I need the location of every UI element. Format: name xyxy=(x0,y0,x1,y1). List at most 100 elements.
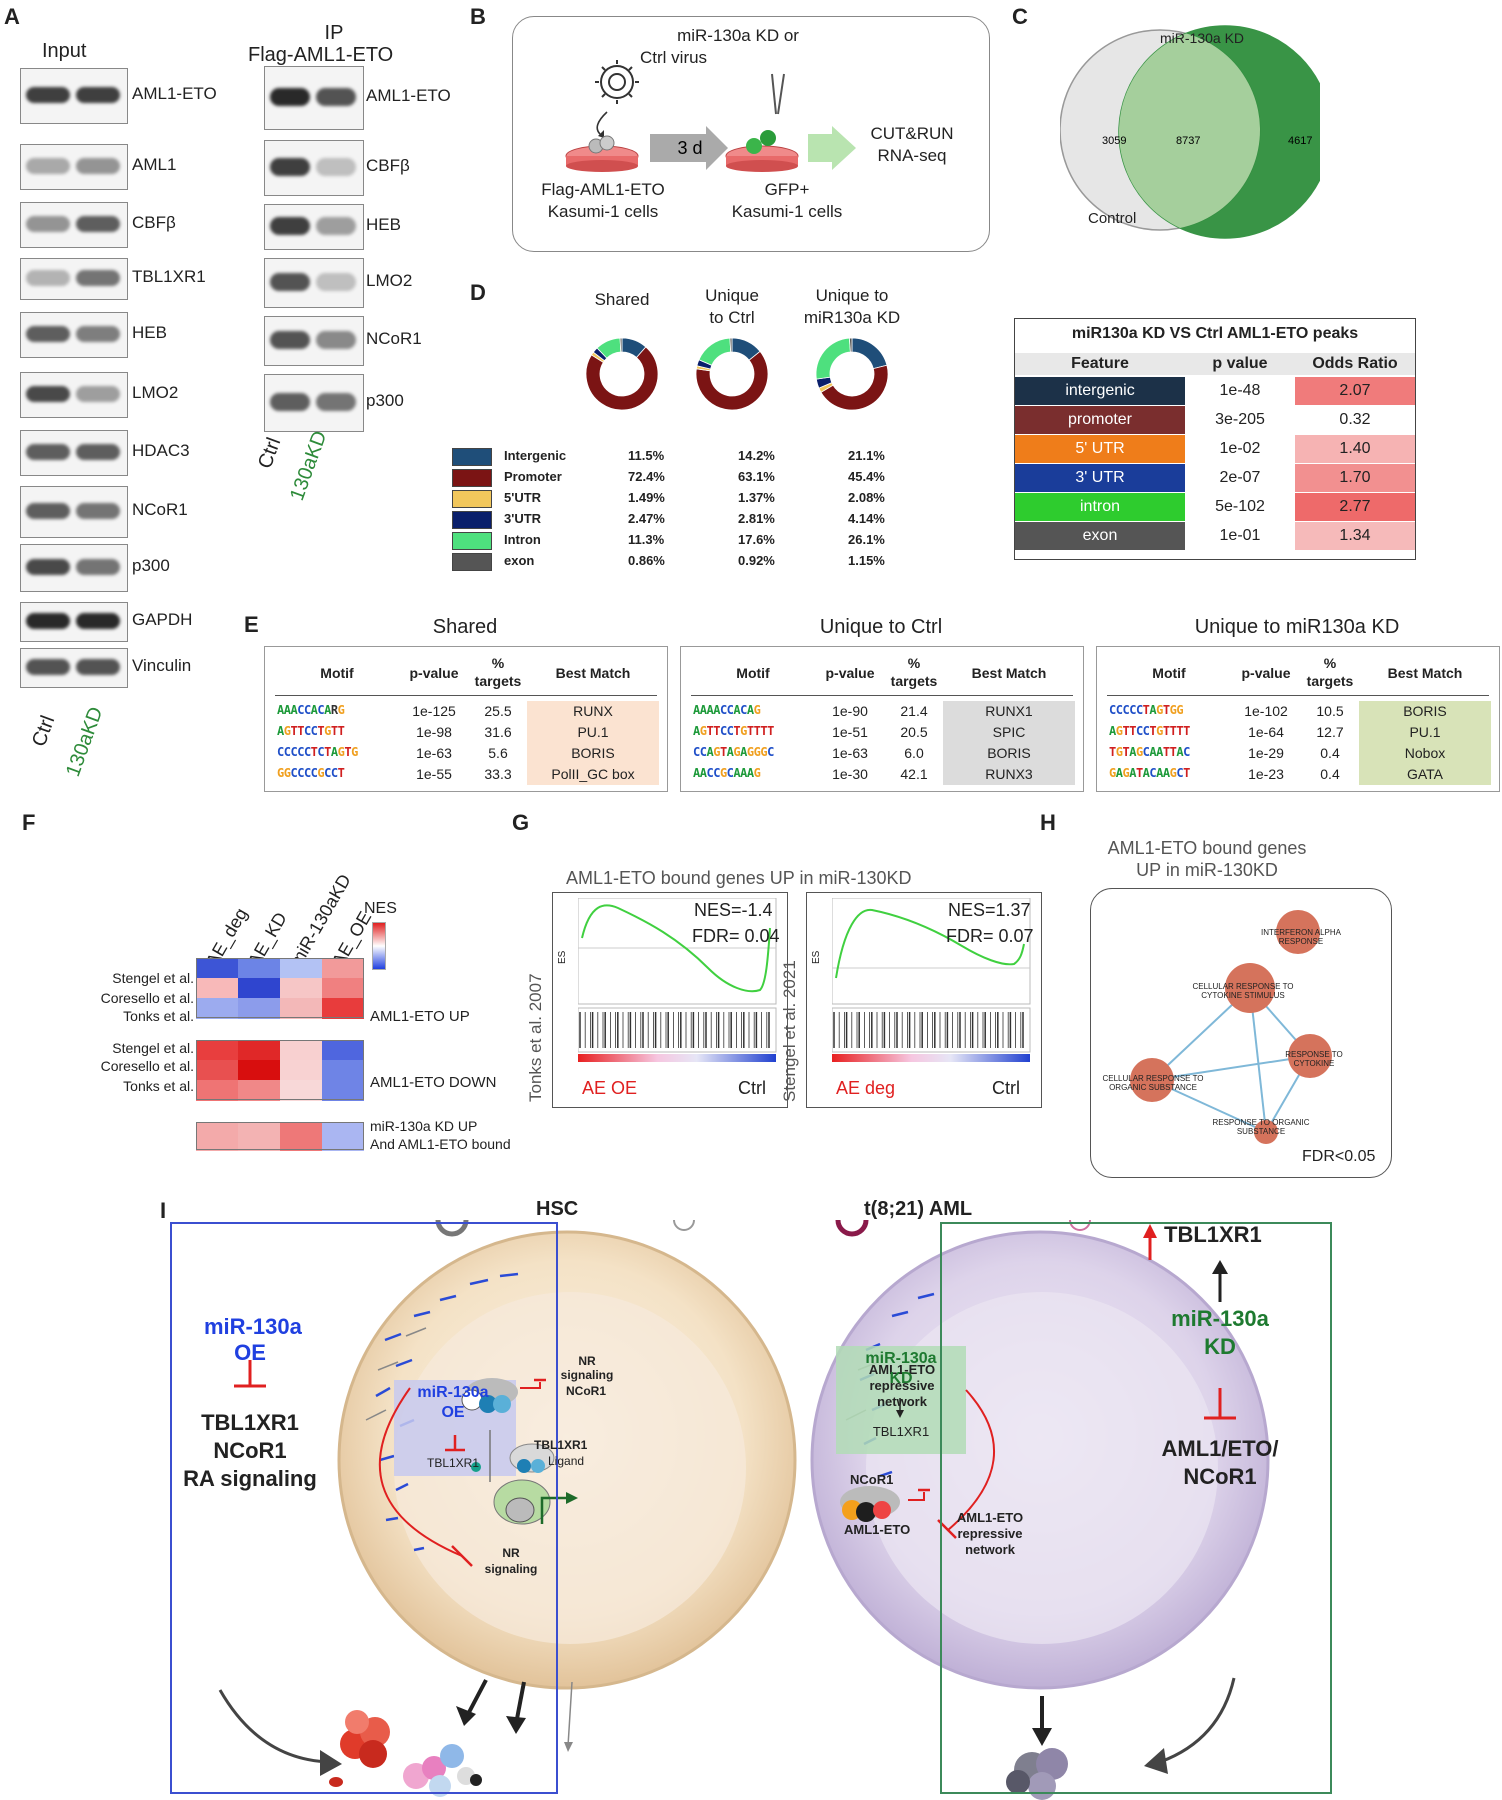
band-input-7-0 xyxy=(26,503,70,519)
gsea-box-0 xyxy=(552,892,788,1108)
gsea-hits-frame-0 xyxy=(578,1007,777,1053)
motif-title-0: Shared xyxy=(432,616,498,638)
label-input-3: TBL1XR1 xyxy=(132,267,206,286)
motif-letter-1-2-11: C xyxy=(767,745,774,759)
heat-cell-0-3 xyxy=(322,958,364,979)
node-organic-substance xyxy=(1130,1058,1174,1102)
motif-letter-2-1-0: A xyxy=(1109,724,1116,738)
left-target-3: RA signaling xyxy=(183,1466,317,1491)
odds-feature-4: intron xyxy=(1079,498,1121,515)
motif-letter-2-0-7: G xyxy=(1156,703,1163,717)
motif-letter-2-1-5: C xyxy=(1142,724,1150,738)
lane-ctrl-ip: Ctrl xyxy=(254,434,286,472)
gsea-ylabel-1: Stengel et al. 2021 xyxy=(780,960,799,1102)
heat-cell-6-2 xyxy=(280,1122,322,1151)
motif-letter-1-1-2: T xyxy=(706,724,714,738)
motif-letter-2-3-6: C xyxy=(1149,766,1157,780)
motif-letter-1-0-5: C xyxy=(726,703,734,717)
band-input-6-0 xyxy=(26,444,70,460)
motif-logo-2-2: TGTAGCAATTAC xyxy=(1109,745,1190,759)
workflow-box xyxy=(512,16,990,252)
motif-pct-2-0: 10.5 xyxy=(1316,703,1344,719)
motif-letter-2-2-1: G xyxy=(1115,745,1123,759)
motif-letter-1-0-1: A xyxy=(699,703,707,717)
legend-pct-0-2: 21.1% xyxy=(848,448,885,463)
blot-ip-3 xyxy=(264,258,364,308)
band-ip-5-1 xyxy=(316,393,356,411)
motif-match-bg-0-1 xyxy=(527,722,659,743)
motif-pct-1-3: 42.1 xyxy=(900,766,928,782)
motif-letter-1-1-10: T xyxy=(760,724,768,738)
legend-pct-3-0: 2.47% xyxy=(628,511,665,526)
node-label-5: RESPONSE TO ORGANIC SUBSTANCE xyxy=(1212,1118,1310,1136)
gsea-rank-bar-1 xyxy=(832,1054,1030,1062)
legend-swatch-1 xyxy=(452,469,492,487)
motif-pct-1-2: 6.0 xyxy=(904,745,924,761)
motif-match-bg-1-1 xyxy=(943,722,1075,743)
motif-letter-0-1-0: A xyxy=(277,724,284,738)
venn-right-count: 4617 xyxy=(1288,135,1312,147)
heat-cell-2-3 xyxy=(322,998,364,1019)
odds-p-0: 1e-48 xyxy=(1219,382,1261,399)
heat-cell-3-2 xyxy=(280,1040,322,1061)
motif-letter-0-2-10: T xyxy=(344,745,352,759)
motif-h-rule-2 xyxy=(1107,695,1489,696)
gsea-nes-0: NES=-1.4 xyxy=(694,900,773,920)
motif-letter-2-0-8: T xyxy=(1162,703,1170,717)
legend-pct-4-0: 11.3% xyxy=(628,532,665,547)
motif-match-0-1: PU.1 xyxy=(577,724,609,740)
hsc-ligand: Ligand xyxy=(548,1454,585,1468)
motif-h-0-2-0: % xyxy=(491,655,505,671)
gsea-es-0: ES xyxy=(557,950,568,964)
motif-h-1-3-0: Best Match xyxy=(971,665,1047,681)
motif-letter-2-2-5: C xyxy=(1142,745,1150,759)
aml-mir-1: miR-130a xyxy=(865,1350,937,1367)
gsea-ylabel-0: Tonks et al. 2007 xyxy=(526,973,545,1102)
hsc-nr2-2: signaling xyxy=(560,1368,614,1382)
donut-0 xyxy=(585,337,659,411)
motif-p-2-3: 1e-23 xyxy=(1248,766,1284,782)
band-input-10-1 xyxy=(76,659,120,675)
motif-logo-0-0: AAACCACARG xyxy=(277,703,345,717)
donut-title-2-0: Unique to xyxy=(815,286,889,305)
cells2-label-2: Kasumi-1 cells xyxy=(731,202,843,221)
aml-rep2-1: AML1-ETO xyxy=(956,1510,1024,1525)
legend-pct-0-1: 14.2% xyxy=(738,448,775,463)
motif-letter-0-3-5: C xyxy=(310,766,318,780)
venn-kd-label: miR-130a KD xyxy=(1160,30,1245,46)
band-ip-0-0 xyxy=(270,88,310,106)
band-ip-3-0 xyxy=(270,273,310,291)
heat-cell-0-1 xyxy=(238,958,280,979)
motif-letter-1-0-4: C xyxy=(719,703,727,717)
motif-letter-0-0-6: C xyxy=(317,703,325,717)
motif-letter-1-2-9: G xyxy=(753,745,761,759)
donut-title-1-0: Unique xyxy=(705,286,759,305)
heat-row-0: Stengel et al. xyxy=(112,970,194,986)
motif-letter-0-1-8: T xyxy=(330,724,338,738)
motif-letter-1-1-0: A xyxy=(693,724,700,738)
hsc-oe-box xyxy=(170,1222,558,1794)
odds-feature-0: intergenic xyxy=(1065,382,1135,399)
motif-p-0-0: 1e-125 xyxy=(412,703,456,719)
motif-letter-1-3-0: A xyxy=(693,766,700,780)
motif-letter-1-3-2: C xyxy=(706,766,714,780)
motif-h-0-1-0: p-value xyxy=(409,665,459,681)
band-input-8-0 xyxy=(26,559,70,575)
legend-swatch-5 xyxy=(452,553,492,571)
motif-match-bg-0-3 xyxy=(527,764,659,785)
motif-h-rule-0 xyxy=(275,695,657,696)
virus-icon xyxy=(600,65,634,99)
band-input-5-0 xyxy=(26,386,70,402)
motif-logo-1-1: AGTTCCTGTTTT xyxy=(693,724,774,738)
cells1-label-1: Flag-AML1-ETO xyxy=(541,180,665,199)
venn-overlap xyxy=(1119,30,1260,230)
motif-h-2-0-0: Motif xyxy=(1152,665,1186,681)
donut-title-2-1: miR130a KD xyxy=(803,308,901,327)
heat-cell-2-0 xyxy=(196,998,238,1019)
odds-or-bg-2 xyxy=(1295,435,1415,463)
legend-feature-2: 5'UTR xyxy=(504,490,542,505)
aml-rep-3: network xyxy=(877,1394,927,1409)
panel-label-h: H xyxy=(1040,810,1056,835)
gsea-box-1 xyxy=(806,892,1042,1108)
gsea-right-1: Ctrl xyxy=(992,1078,1020,1098)
